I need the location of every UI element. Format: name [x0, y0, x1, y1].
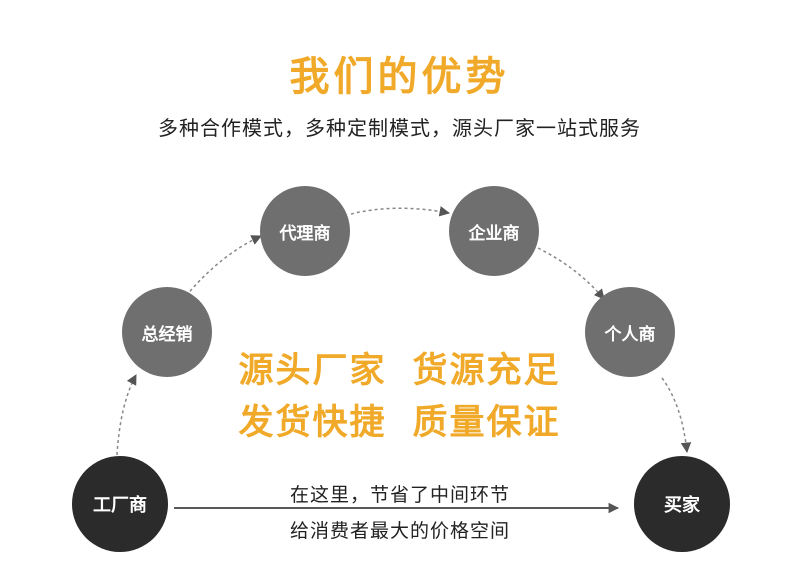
slogan-line-1: 源头厂家货源充足 [0, 342, 799, 393]
node-individual-label: 个人商 [604, 324, 656, 345]
arrow-distributor-to-agent [185, 235, 262, 297]
node-distributor-label: 总经销 [141, 324, 193, 345]
arrow-agent-to-enterprise [350, 206, 451, 217]
savings-text-line-1: 在这里，节省了中间环节 [289, 484, 510, 506]
node-individual: 个人商 [585, 287, 675, 377]
node-agent: 代理商 [260, 186, 350, 276]
node-agent-label: 代理商 [279, 223, 331, 244]
slogan-source-factory: 源头厂家 [238, 351, 387, 391]
page-subtitle: 多种合作模式，多种定制模式，源头厂家一站式服务 [158, 116, 641, 140]
slogan-ample-supply: 货源充足 [412, 351, 561, 391]
slogan-fast-shipping: 发货快捷 [238, 403, 387, 443]
arrow-individual-to-buyer [661, 377, 692, 454]
page-title: 我们的优势 [289, 54, 510, 100]
node-enterprise: 企业商 [449, 186, 539, 276]
node-buyer: 买家 [634, 456, 730, 552]
node-factory-label: 工厂商 [93, 495, 147, 516]
node-buyer-label: 买家 [664, 495, 700, 516]
savings-text-line-2: 给消费者最大的价格空间 [289, 520, 510, 542]
node-factory: 工厂商 [72, 456, 168, 552]
slogan-quality-assured: 质量保证 [412, 403, 561, 443]
arrow-enterprise-to-individual [537, 247, 605, 300]
node-distributor: 总经销 [122, 287, 212, 377]
node-enterprise-label: 企业商 [468, 223, 520, 244]
slogan-line-2: 发货快捷质量保证 [0, 394, 799, 445]
